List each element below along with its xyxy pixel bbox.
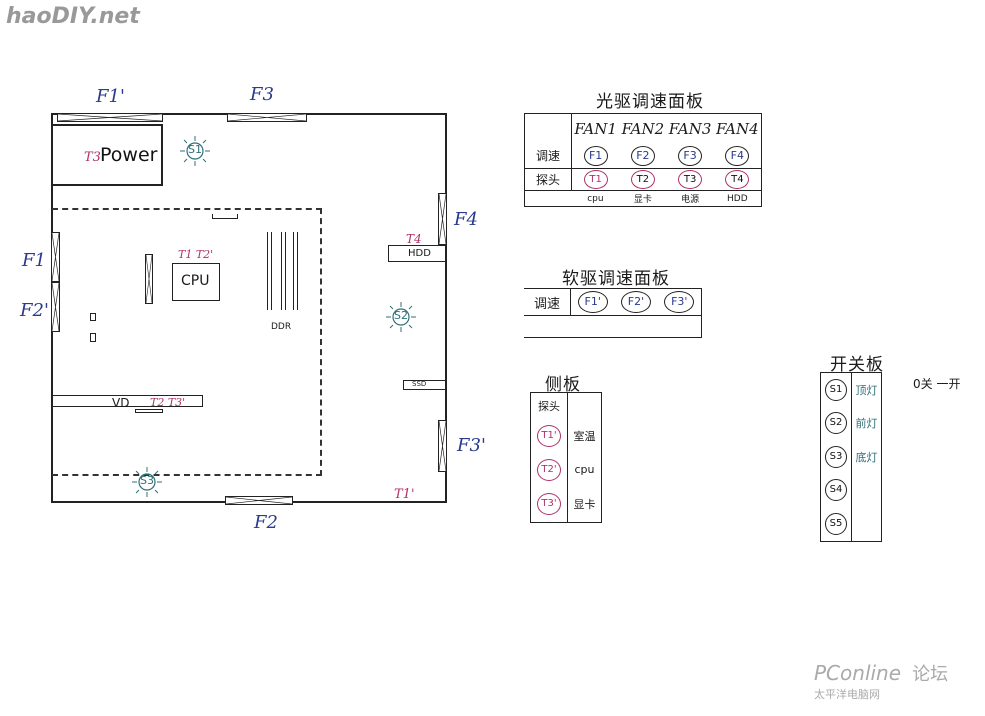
floppy-panel-title: 软驱调速面板 [562, 269, 670, 289]
side-probe-t1p: T1' [537, 424, 561, 447]
power-supply [53, 124, 163, 186]
cpu-socket [172, 263, 220, 301]
hdd-label: HDD [408, 248, 431, 259]
label-f3p-right: F3' [457, 435, 486, 456]
floppy-speed-f2p: F2' [620, 291, 651, 313]
mobo-slot-left [145, 254, 153, 304]
optical-header-fan4: FAN4 [713, 113, 762, 144]
floppy-row-label: 调速 [524, 288, 571, 316]
ssd-label: SSD [412, 380, 427, 388]
label-f2-bottom: F2 [254, 512, 278, 533]
watermark-logo: haoDIY.net [6, 4, 140, 29]
mobo-io-marks [212, 214, 238, 219]
switch-s5: S5 [825, 513, 847, 536]
led-s2-label: S2 [394, 309, 408, 322]
optical-panel-table: FAN1 FAN2 FAN3 FAN4 调速 F1 F2 F3 F4 探头 T1… [524, 113, 762, 207]
optical-speed-f1: F1 [583, 145, 608, 166]
optical-name-cpu: cpu [571, 190, 620, 207]
optical-header-fan3: FAN3 [666, 113, 714, 144]
label-f1p-top: F1' [96, 86, 125, 107]
optical-row-probe-label: 探头 [524, 168, 572, 191]
ddr-slot-1 [267, 232, 272, 310]
switch-label-s5 [851, 507, 882, 543]
switch-s3: S3 [825, 445, 847, 468]
optical-probe-t3: T3 [678, 170, 703, 189]
side-panel-title: 侧板 [545, 375, 581, 395]
side-name-gpu: 显卡 [567, 486, 602, 523]
side-name-cpu: cpu [567, 452, 602, 487]
hdd-temp-label: T4 [406, 232, 422, 246]
switch-label-top-light: 顶灯 [851, 371, 882, 407]
optical-speed-f2: F2 [630, 145, 655, 166]
switch-s1: S1 [825, 378, 847, 401]
mobo-small-part-2 [90, 333, 96, 342]
side-name-room: 室温 [567, 418, 602, 453]
switch-label-front-light: 前灯 [851, 406, 882, 441]
switch-legend: 0关 一开 [913, 377, 961, 391]
psu-label: Power [100, 144, 158, 166]
video-card [53, 395, 203, 407]
switch-panel-title: 开关板 [830, 355, 884, 375]
optical-speed-f3: F3 [678, 145, 703, 166]
led-s1-label: S1 [188, 143, 202, 156]
optical-row-speed-label: 调速 [524, 143, 572, 169]
switch-s4: S4 [825, 479, 847, 502]
mobo-small-part-1 [90, 313, 96, 321]
label-f2p-left: F2' [20, 300, 49, 321]
watermark-brand: PConline [814, 661, 902, 685]
side-probe-t3p: T3' [537, 493, 561, 516]
side-panel-table: 探头 T1' 室温 T2' cpu T3' 显卡 [530, 392, 602, 523]
optical-header-fan1: FAN1 [571, 113, 620, 144]
floppy-speed-f1p: F1' [577, 291, 608, 313]
fan-f1p-top [57, 113, 163, 122]
ddr-slot-2 [281, 232, 286, 310]
led-s3-label: S3 [140, 474, 154, 487]
switch-panel-table: S1 顶灯 S2 前灯 S3 底灯 S4 S5 [820, 371, 882, 543]
optical-probe-t2: T2 [630, 170, 655, 189]
fan-f2-bottom [225, 496, 293, 505]
label-f4-right: F4 [454, 209, 478, 230]
vd-bracket [135, 409, 163, 413]
t1p-room-temp-label: T1' [394, 487, 415, 502]
watermark-sub: 太平洋电脑网 [814, 688, 880, 701]
floppy-panel-table: 调速 F1' F2' F3' [524, 288, 702, 338]
optical-panel-title: 光驱调速面板 [596, 92, 704, 112]
vd-label: VD [112, 396, 130, 410]
optical-name-gpu: 显卡 [619, 190, 667, 207]
cpu-label: CPU [181, 273, 210, 289]
led-s2: S2 [386, 302, 416, 332]
optical-header-fan2: FAN2 [619, 113, 667, 144]
motherboard-outline [52, 208, 322, 476]
fan-f3-top [227, 113, 307, 122]
ddr-label: DDR [271, 322, 292, 332]
psu-temp-label: T3 [84, 150, 101, 165]
hdd-bay [388, 245, 446, 262]
floppy-speed-f3p: F3' [664, 291, 695, 313]
ssd-bay [403, 380, 446, 390]
led-s3: S3 [132, 467, 162, 497]
watermark-forum: 论坛 [912, 664, 949, 685]
optical-name-psu: 电源 [666, 190, 714, 207]
optical-speed-f4: F4 [725, 145, 750, 166]
watermark-pconline: PConline 论坛 太平洋电脑网 [814, 660, 948, 702]
ddr-slot-3 [293, 232, 298, 310]
optical-probe-t1: T1 [583, 170, 608, 189]
fan-f3p-right [438, 420, 447, 472]
side-probe-t2p: T2' [537, 458, 561, 481]
label-f1-left: F1 [22, 250, 46, 271]
side-col-label: 探头 [530, 392, 568, 419]
fan-f2p-left [51, 282, 60, 332]
led-s1: S1 [180, 136, 210, 166]
fan-f1-left [51, 232, 60, 282]
switch-label-s4 [851, 473, 882, 508]
switch-s2: S2 [825, 412, 847, 435]
cpu-temp-labels: T1 T2' [178, 248, 214, 261]
optical-name-hdd: HDD [713, 190, 762, 207]
vd-temp-labels: T2 T3' [150, 396, 186, 409]
optical-probe-t4: T4 [725, 170, 750, 189]
switch-label-bottom-light: 底灯 [851, 440, 882, 474]
fan-f4-right [438, 193, 447, 245]
label-f3-top: F3 [250, 84, 274, 105]
